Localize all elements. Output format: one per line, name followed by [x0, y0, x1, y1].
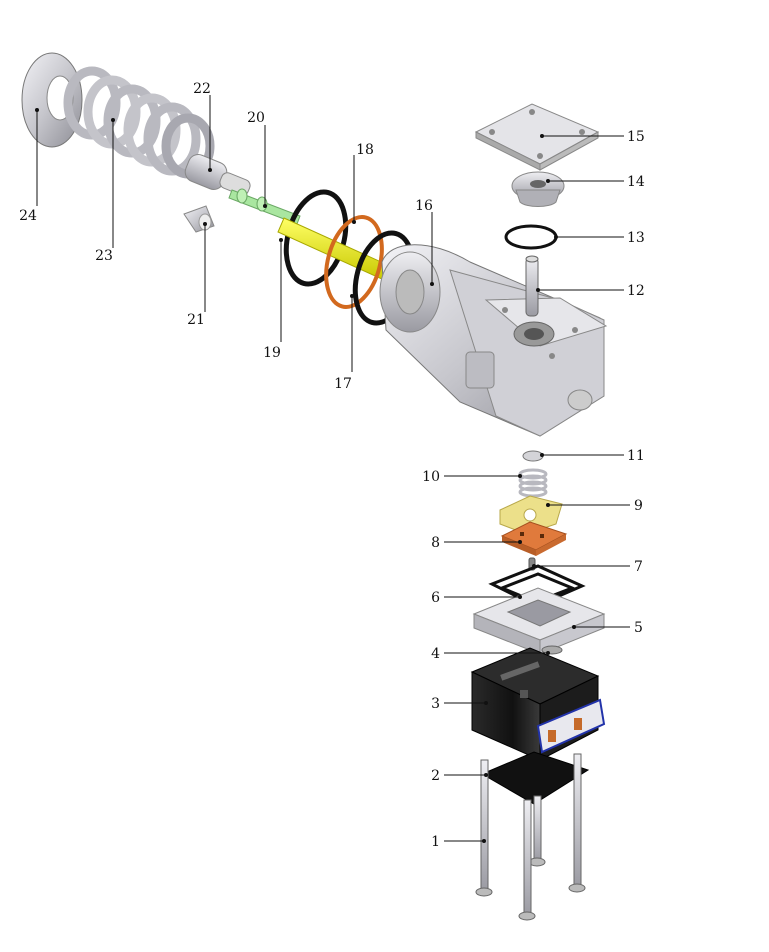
callout-8: 8: [431, 535, 522, 551]
callout-13: 13: [554, 230, 645, 246]
part-18-oring: [324, 215, 384, 309]
callout-1: 1: [431, 834, 486, 850]
callout-24: 24: [19, 108, 39, 224]
callout-19: 19: [263, 238, 283, 361]
part-2-gasket: [480, 751, 590, 805]
part-11-washer: [522, 450, 544, 462]
callout-11: 11: [540, 448, 645, 464]
part-24-flange: [21, 52, 83, 148]
callout-14-label: 14: [627, 174, 645, 190]
callout-20: 20: [247, 110, 267, 208]
part-14-fitting: [511, 171, 565, 207]
callout-7: 7: [532, 559, 643, 575]
callout-19-label: 19: [263, 345, 281, 361]
callout-21: 21: [187, 222, 207, 328]
part-13-oring: [504, 224, 558, 250]
callout-20-label: 20: [247, 110, 265, 126]
part-3-coil-housing: [470, 647, 606, 761]
callout-22: 22: [193, 81, 212, 172]
callout-6: 6: [431, 590, 522, 606]
callout-6-label: 6: [431, 590, 440, 606]
callout-16: 16: [415, 198, 434, 286]
callout-17: 17: [334, 294, 354, 392]
callout-5: 5: [572, 620, 643, 636]
callout-2-label: 2: [431, 768, 440, 784]
callout-18-label: 18: [356, 142, 374, 158]
callout-3: 3: [431, 696, 488, 712]
callout-22-label: 22: [193, 81, 211, 97]
callout-17-label: 17: [334, 376, 352, 392]
callout-10: 10: [422, 469, 522, 485]
callout-4: 4: [431, 646, 550, 662]
callout-21-label: 21: [187, 312, 205, 328]
callout-11-label: 11: [627, 448, 645, 464]
callout-8-label: 8: [431, 535, 440, 551]
callout-9: 9: [546, 498, 643, 514]
part-15-cover-plate: [474, 103, 600, 171]
callout-18: 18: [352, 142, 374, 224]
part-8-plate: [500, 521, 568, 556]
part-12-plunger: [525, 255, 539, 317]
callout-15-label: 15: [627, 129, 645, 145]
callout-3-label: 3: [431, 696, 440, 712]
part-10-spring: [518, 468, 548, 498]
callout-13-label: 13: [627, 230, 645, 246]
part-5-base-plate: [472, 587, 606, 655]
callout-4-label: 4: [431, 646, 440, 662]
part-1-bolts: [475, 753, 586, 921]
yellow-rod: [277, 217, 391, 281]
callout-1-label: 1: [431, 834, 440, 850]
callout-12: 12: [536, 283, 645, 299]
callout-10-label: 10: [422, 469, 440, 485]
callout-16-label: 16: [415, 198, 433, 214]
part-16-valve-body: [379, 244, 608, 437]
callout-2: 2: [431, 768, 488, 784]
part-21-bracket: [183, 205, 215, 233]
callout-9-label: 9: [634, 498, 643, 514]
callout-23: 23: [95, 118, 115, 264]
callout-12-label: 12: [627, 283, 645, 299]
callout-5-label: 5: [634, 620, 643, 636]
callout-7-label: 7: [634, 559, 643, 575]
callout-23-label: 23: [95, 248, 113, 264]
callout-14: 14: [546, 174, 645, 190]
callout-24-label: 24: [19, 208, 37, 224]
callout-15: 15: [540, 129, 645, 145]
part-23-spring: [63, 66, 215, 179]
callouts: 24 23 22 21 20 19: [19, 81, 645, 850]
